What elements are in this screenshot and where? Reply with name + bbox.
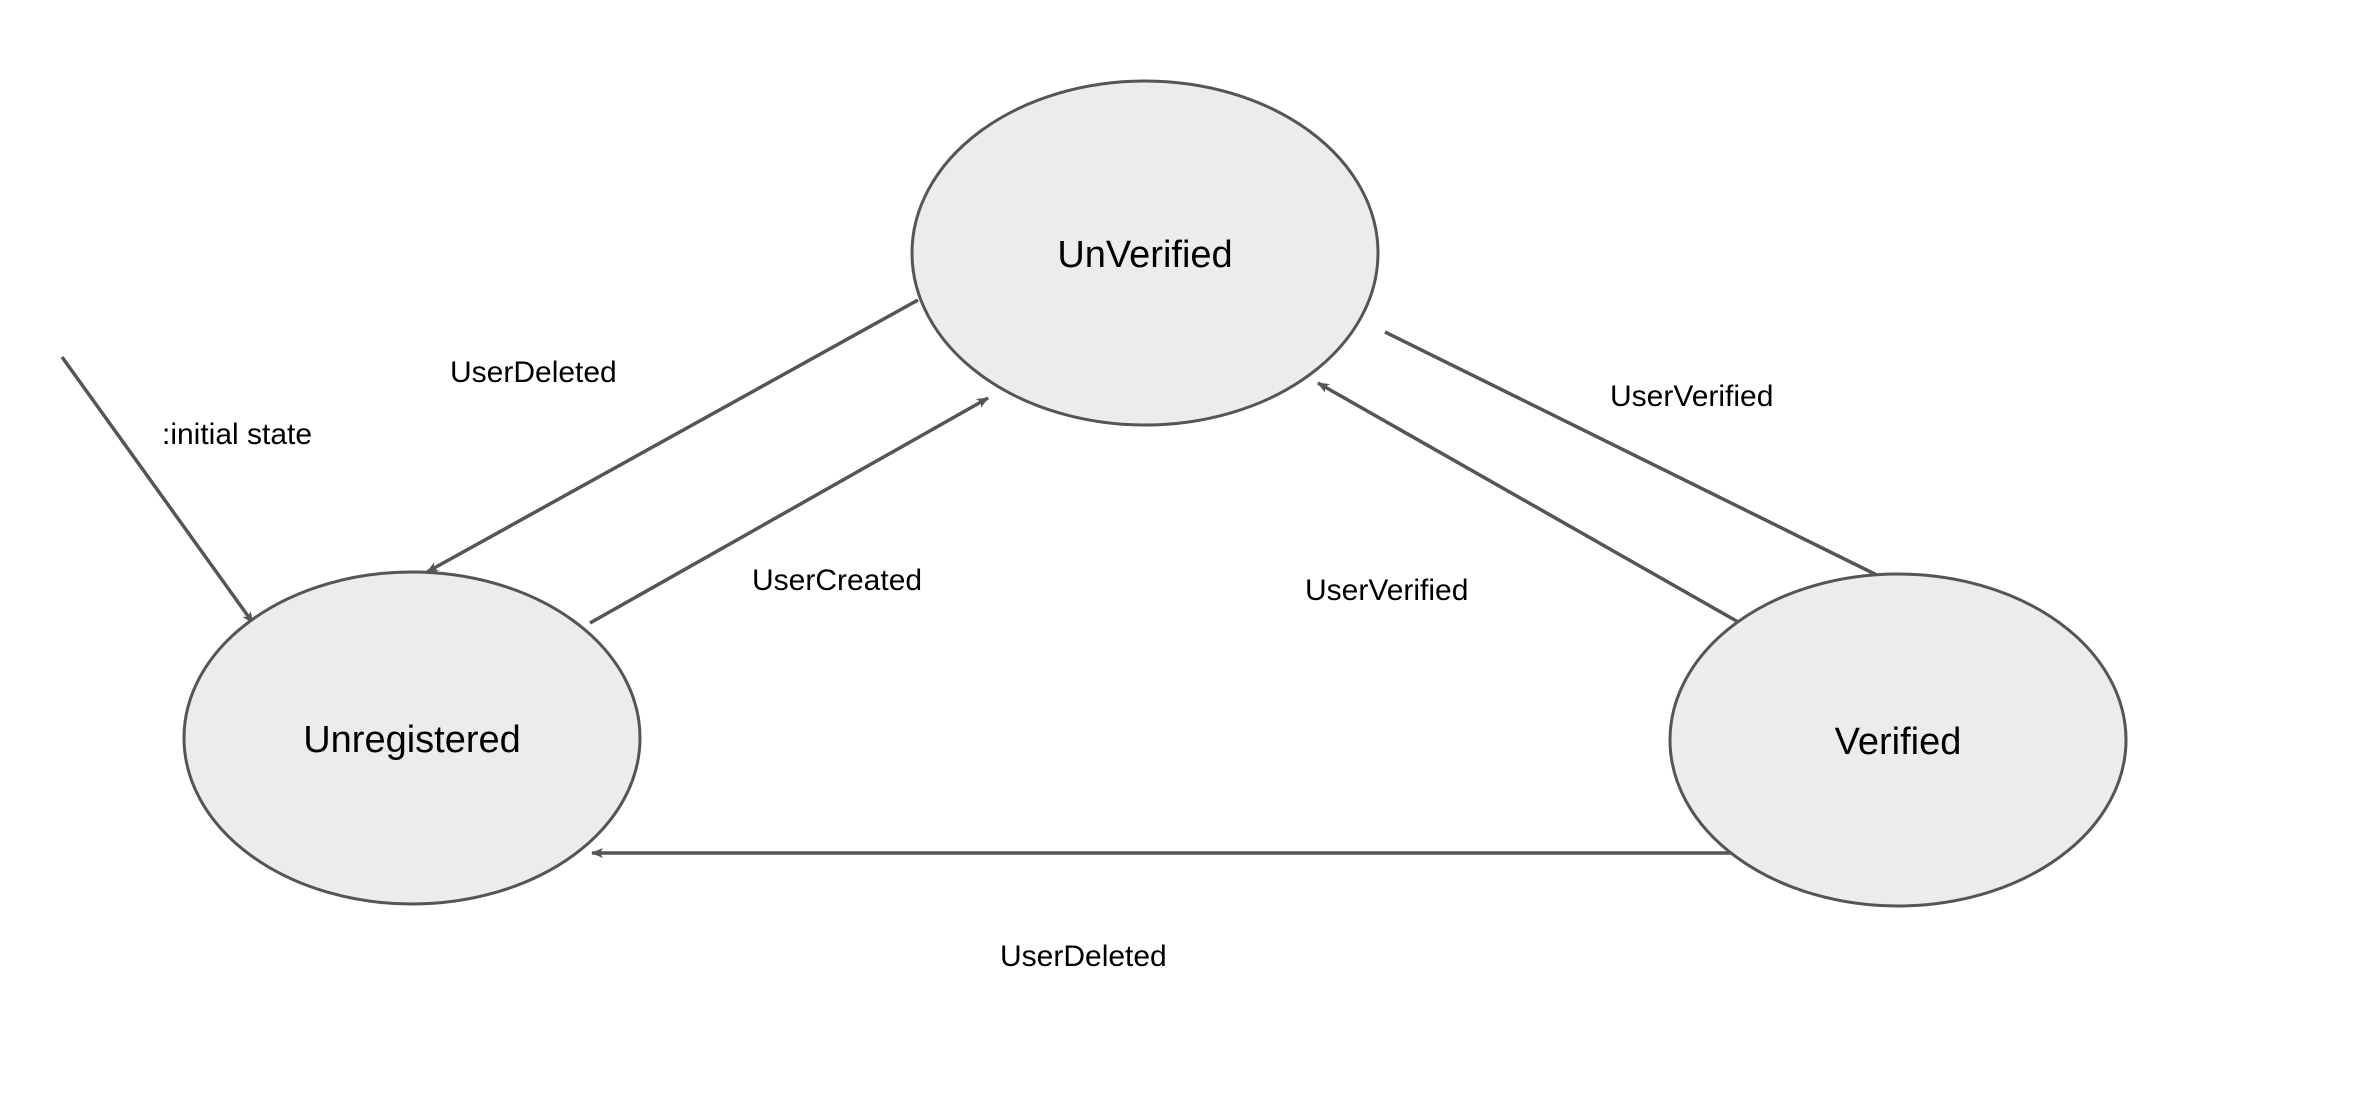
state-node-unregistered[interactable]: Unregistered (182, 570, 642, 906)
state-unverified-label: UnVerified (1057, 234, 1232, 276)
transition-verified-to-unverified[interactable]: UserVerified (1305, 381, 1741, 625)
state-verified-label: Verified (1835, 721, 1962, 763)
transition-user-verified-right-line (1384, 330, 1894, 585)
state-unverified-ellipse (910, 79, 1380, 427)
transition-initial-line (60, 355, 255, 625)
transition-initial-label: :initial state (162, 418, 312, 451)
transition-verified-to-unregistered[interactable]: UserDeleted (591, 848, 1738, 973)
transition-user-verified-right-label: UserVerified (1610, 380, 1773, 413)
transition-unverified-to-unregistered[interactable]: UserDeleted (426, 298, 919, 574)
transition-unverified-to-verified[interactable]: UserVerified (1384, 330, 1894, 585)
transition-user-deleted-top-line (426, 298, 919, 574)
transition-initial[interactable]: :initial state (60, 355, 312, 625)
transition-user-deleted-top-label: UserDeleted (450, 356, 617, 389)
transition-user-verified-inner-label: UserVerified (1305, 574, 1468, 607)
transition-user-created-label: UserCreated (752, 564, 922, 597)
state-node-verified[interactable]: Verified (1668, 572, 2128, 908)
transition-user-created-line (589, 396, 989, 625)
state-node-unverified[interactable]: UnVerified (910, 79, 1380, 427)
state-verified-ellipse (1668, 572, 2128, 908)
transition-user-verified-inner-line (1317, 381, 1741, 625)
state-unregistered-ellipse (182, 570, 642, 906)
transition-user-deleted-bottom-label: UserDeleted (1000, 940, 1167, 973)
state-unregistered-label: Unregistered (303, 719, 521, 761)
transition-unregistered-to-unverified[interactable]: UserCreated (589, 396, 989, 625)
